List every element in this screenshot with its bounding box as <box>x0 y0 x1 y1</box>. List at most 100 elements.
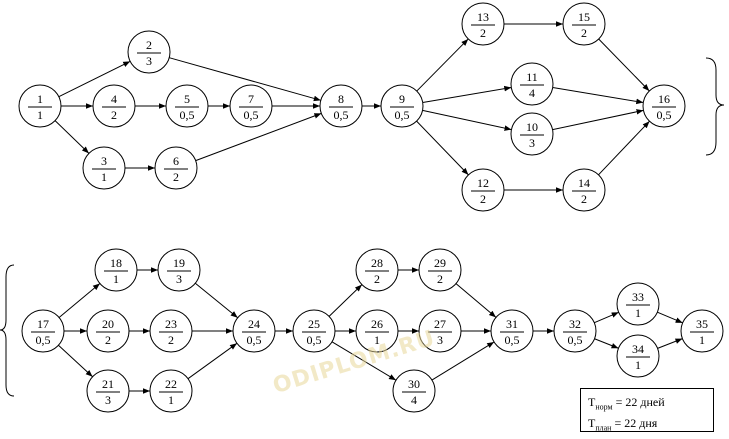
node-11: 114 <box>510 62 554 106</box>
node-duration: 0,5 <box>395 108 410 122</box>
node-duration: 2 <box>111 108 117 122</box>
edge-25-30 <box>331 341 397 381</box>
legend-plan-row: Tплан = 22 дня <box>588 415 713 436</box>
node-circle <box>92 84 136 128</box>
node-duration: 2 <box>480 26 486 40</box>
node-circle <box>680 309 724 353</box>
continuation-brace-right <box>705 57 725 156</box>
node-number: 30 <box>408 377 420 391</box>
node-number: 9 <box>399 92 405 106</box>
node-number: 20 <box>102 317 114 331</box>
node-number: 26 <box>371 317 383 331</box>
node-duration: 1 <box>635 306 641 320</box>
edge-30-31 <box>431 341 495 381</box>
node-26: 261 <box>355 309 399 353</box>
node-number: 15 <box>578 10 590 24</box>
node-duration: 1 <box>101 170 107 184</box>
node-duration: 2 <box>105 333 111 347</box>
node-number: 5 <box>184 92 190 106</box>
node-1: 11 <box>18 84 62 128</box>
node-duration: 0,5 <box>657 108 672 122</box>
legend-norm-subscript: норм <box>595 402 613 412</box>
node-circle <box>461 2 505 46</box>
node-duration: 3 <box>437 333 443 347</box>
node-number: 24 <box>248 317 260 331</box>
node-number: 8 <box>338 92 344 106</box>
node-circle <box>18 84 62 128</box>
node-duration: 4 <box>411 393 417 407</box>
edge-9-11 <box>422 85 512 103</box>
node-number: 21 <box>102 377 114 391</box>
node-32: 320,5 <box>553 309 597 353</box>
node-number: 33 <box>632 290 644 304</box>
node-duration: 1 <box>113 272 119 286</box>
node-circle <box>510 112 554 156</box>
node-circle <box>319 84 363 128</box>
node-17: 170,5 <box>21 309 65 353</box>
node-14: 142 <box>562 168 606 212</box>
legend-norm-symbol: T <box>588 395 596 409</box>
node-34: 341 <box>616 334 660 378</box>
edge-17-18 <box>58 283 101 318</box>
node-number: 1 <box>37 92 43 106</box>
legend-norm-row: Tнорм = 22 дней <box>588 394 713 415</box>
node-5: 50,5 <box>165 84 209 128</box>
node-duration: 1 <box>635 358 641 372</box>
node-27: 273 <box>418 309 462 353</box>
edge-2-8 <box>169 57 321 102</box>
node-22: 221 <box>149 369 193 413</box>
node-3: 31 <box>82 146 126 190</box>
node-number: 32 <box>569 317 581 331</box>
node-duration: 3 <box>176 272 182 286</box>
continuation-brace-left <box>0 264 15 397</box>
node-7: 70,5 <box>229 84 273 128</box>
edge-32-33 <box>594 311 619 324</box>
edge-32-34 <box>594 338 619 349</box>
node-duration: 2 <box>173 170 179 184</box>
node-duration: 2 <box>480 192 486 206</box>
node-21: 213 <box>86 369 130 413</box>
node-circle <box>149 309 193 353</box>
edge-11-16 <box>552 86 644 105</box>
node-duration: 3 <box>105 393 111 407</box>
node-number: 10 <box>526 120 538 134</box>
node-number: 19 <box>173 256 185 270</box>
node-number: 16 <box>658 92 670 106</box>
node-duration: 0,5 <box>180 108 195 122</box>
node-duration: 2 <box>374 272 380 286</box>
node-circle <box>86 369 130 413</box>
node-number: 25 <box>308 317 320 331</box>
node-33: 331 <box>616 282 660 326</box>
node-duration: 0,5 <box>244 108 259 122</box>
edge-19-24 <box>194 282 239 319</box>
node-circle <box>157 248 201 292</box>
node-circle <box>562 2 606 46</box>
node-12: 122 <box>461 168 505 212</box>
node-circle <box>380 84 424 128</box>
node-circle <box>562 168 606 212</box>
node-number: 22 <box>165 377 177 391</box>
node-number: 13 <box>477 10 489 24</box>
node-number: 34 <box>632 342 644 356</box>
node-number: 6 <box>173 154 179 168</box>
node-29: 292 <box>418 248 462 292</box>
node-circle <box>418 248 462 292</box>
node-4: 42 <box>92 84 136 128</box>
node-circle <box>616 282 660 326</box>
node-circle <box>82 146 126 190</box>
node-number: 35 <box>696 317 708 331</box>
edge-33-35 <box>657 311 683 324</box>
node-duration: 1 <box>374 333 380 347</box>
edge-15-16 <box>598 38 650 92</box>
node-number: 23 <box>165 317 177 331</box>
node-circle <box>292 309 336 353</box>
node-duration: 0,5 <box>307 333 322 347</box>
node-duration: 3 <box>146 54 152 68</box>
edge-29-31 <box>455 283 497 318</box>
node-number: 31 <box>506 317 518 331</box>
node-circle <box>154 146 198 190</box>
node-circle <box>461 168 505 212</box>
node-duration: 1 <box>168 393 174 407</box>
node-number: 7 <box>248 92 254 106</box>
